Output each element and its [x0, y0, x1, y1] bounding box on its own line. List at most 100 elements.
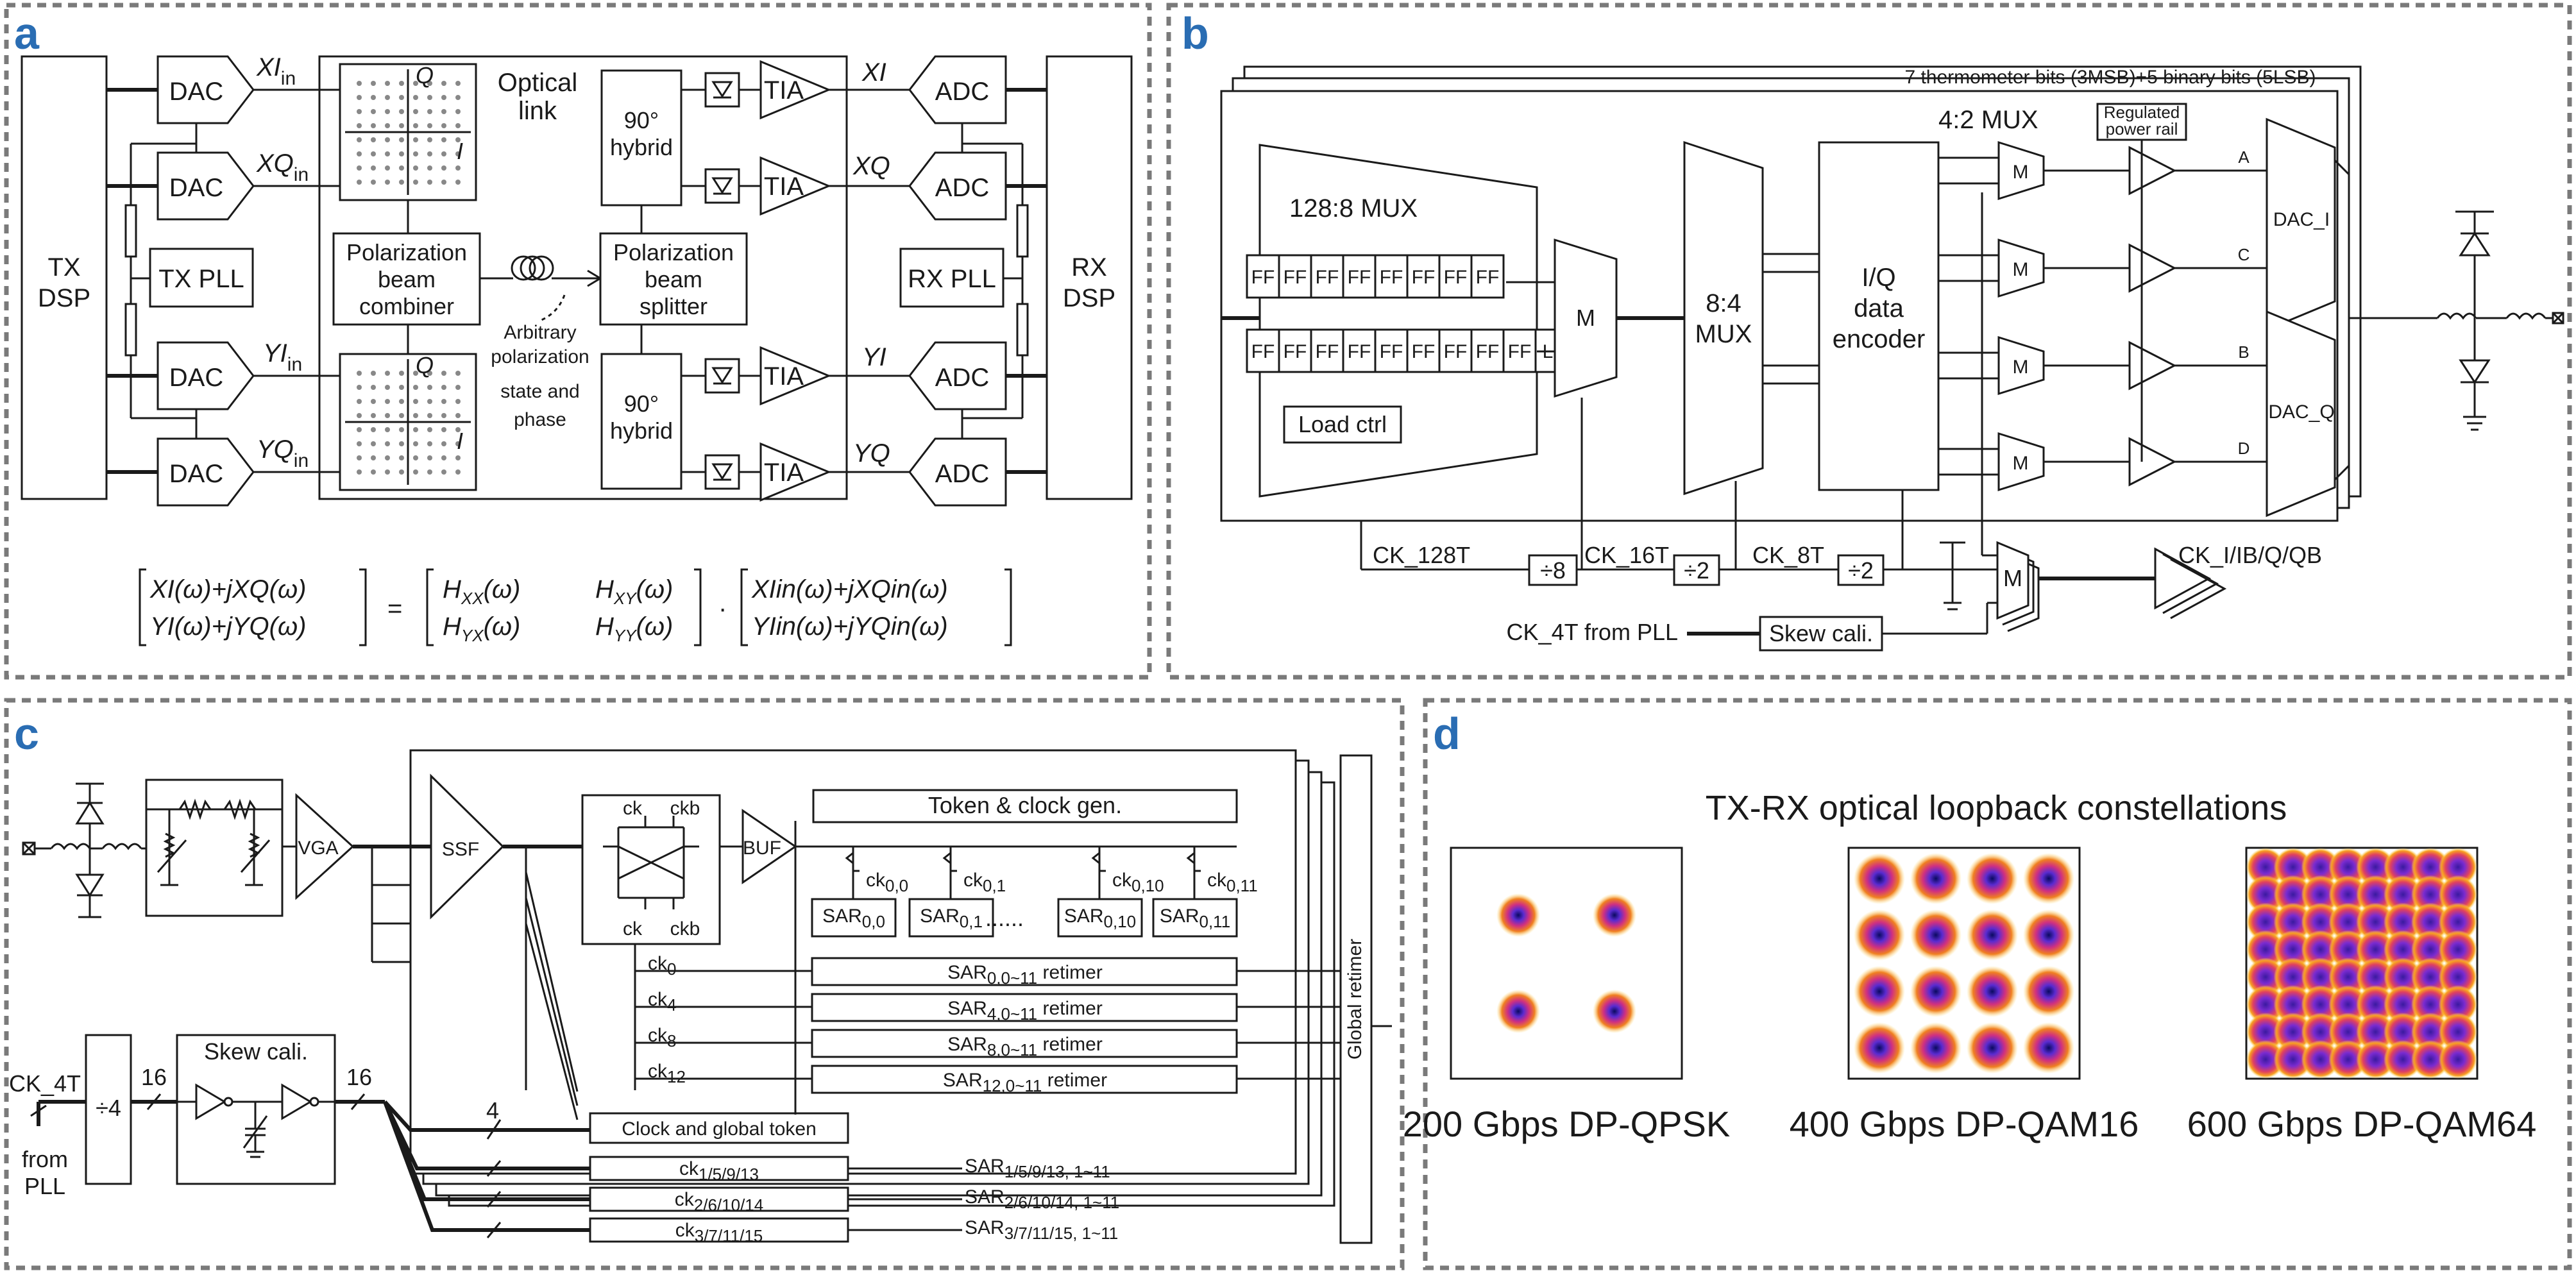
- constellation-dot: [441, 427, 446, 432]
- constellation-dot: [427, 151, 432, 156]
- m-label: M: [2013, 357, 2029, 378]
- ff-cell: [1502, 328, 1537, 373]
- bottom-sar-label: SAR3/7/11/15, 1~11: [965, 1217, 1118, 1243]
- constellation-point: [2356, 848, 2395, 886]
- constellation-dot: [399, 137, 404, 142]
- constellation-point: [2301, 848, 2340, 886]
- constellation-dot: [385, 123, 390, 128]
- svg-text:ckb: ckb: [670, 798, 700, 819]
- ff-label: FF: [1316, 341, 1339, 362]
- constellation-dot: [371, 399, 376, 404]
- bottom-ck-label: ck3/7/11/15: [675, 1220, 763, 1245]
- input-yi: YIin: [263, 339, 302, 375]
- panel-d-border: [1423, 698, 2572, 1270]
- constellation-point: [2328, 930, 2368, 969]
- constellation-point: [2384, 985, 2423, 1024]
- sar-label: SAR0,11: [1160, 906, 1230, 931]
- constellation-point: [2356, 902, 2395, 941]
- mux-128-label: 128:8 MUX: [1289, 194, 1418, 223]
- mux-4-2-m: M: [1997, 335, 2045, 396]
- svg-text:SSF: SSF: [442, 839, 479, 860]
- eq-m12: HXY(ω): [595, 575, 673, 608]
- mux-4-2-m: M: [1997, 432, 2045, 492]
- constellation-point: [1967, 1022, 2018, 1074]
- panel-a: a TX DSP RX DSP Optical link DAC DAC DAC…: [14, 8, 1133, 646]
- constellation-dot: [357, 455, 362, 460]
- panel-d: d TX-RX optical loopback constellations …: [1403, 709, 2537, 1144]
- constellation-dot: [399, 371, 404, 376]
- constellation-dot: [413, 109, 418, 114]
- constellation-dot: [455, 371, 461, 376]
- m-label: M: [2013, 259, 2029, 280]
- constellation-dot: [427, 441, 432, 446]
- constellation-point: [2439, 848, 2477, 886]
- constellation-dot: [385, 469, 390, 475]
- constellation-dot: [441, 81, 446, 86]
- constellation-dot: [413, 413, 418, 418]
- constellation-dot: [385, 165, 390, 171]
- constellation-dot: [441, 399, 446, 404]
- constellation-point: [2246, 848, 2285, 886]
- ff-label: FF: [1348, 341, 1371, 362]
- constellation-dot: [371, 109, 376, 114]
- tx-pll-block: [149, 248, 254, 308]
- optical-link-label-1: Optical: [498, 69, 578, 97]
- constellation-point: [2384, 875, 2423, 914]
- ff-cell: [1374, 254, 1409, 299]
- constellation-dot: [413, 123, 418, 128]
- ff-cell: [1310, 328, 1344, 373]
- constellation-dot: [441, 109, 446, 114]
- output-network: [2349, 210, 2564, 431]
- rx-dsp-label-1: RX: [1071, 253, 1107, 282]
- svg-text:4: 4: [486, 1097, 499, 1124]
- tia-label: TIA: [764, 362, 804, 391]
- panel-c: c Global retimer: [9, 709, 1392, 1245]
- retimer-label: SAR0,0~11 retimer: [947, 962, 1103, 988]
- channel-label: A: [2238, 148, 2250, 167]
- panel-c-letter: c: [14, 709, 39, 759]
- retimer-block: SAR8,0~11 retimer: [811, 1029, 1238, 1059]
- constellation-dot: [385, 151, 390, 156]
- constellation-dot: [385, 399, 390, 404]
- photodiode-icon: [704, 168, 740, 204]
- tx-dsp-block: [21, 55, 108, 500]
- constellation-point: [2411, 957, 2450, 997]
- bottom-sar-label: SAR2/6/10/14, 1~11: [965, 1186, 1119, 1212]
- constellation-point: [2439, 1040, 2477, 1079]
- svg-text:I: I: [457, 428, 463, 454]
- constellation-dot: [441, 123, 446, 128]
- constellation-dot: [399, 109, 404, 114]
- tia-label: TIA: [764, 76, 804, 105]
- ff-label: FF: [1508, 341, 1532, 362]
- constellation-dot: [413, 151, 418, 156]
- eq-m21: HYX(ω): [443, 612, 520, 645]
- c-input-network: [22, 779, 296, 918]
- ff-cell: [1374, 328, 1409, 373]
- input-yq: YQin: [257, 435, 309, 471]
- constellation-point: [2384, 902, 2423, 941]
- constellation-dot: [413, 81, 418, 86]
- svg-text:VGA: VGA: [298, 838, 338, 859]
- sampling-switch: [581, 794, 721, 945]
- constellation-dot: [385, 109, 390, 114]
- constellation-dot: [399, 469, 404, 475]
- ck4t-pll-label: CK_4T from PLL: [1507, 619, 1678, 645]
- constellation-point: [1910, 853, 1962, 904]
- sar-label: SAR0,10: [1064, 906, 1136, 931]
- constellation-dot: [441, 180, 446, 185]
- eq-lhs-row1: XI(ω)+jXQ(ω): [149, 575, 306, 603]
- constellation-point: [2246, 902, 2285, 941]
- constellation-point: [2273, 1040, 2312, 1079]
- svg-text:DAC: DAC: [169, 460, 223, 488]
- constellation-dot: [455, 81, 461, 86]
- constellation-point: [1910, 966, 1962, 1017]
- constellation-point: [2273, 930, 2312, 969]
- constellation-dot: [413, 385, 418, 390]
- sar-label: SAR0,1: [920, 906, 983, 931]
- bottom-ck-label: ck2/6/10/14: [675, 1189, 763, 1215]
- constellation-dot: [441, 137, 446, 142]
- constellation-dot: [357, 441, 362, 446]
- constellation-dot: [441, 385, 446, 390]
- constellation-dot: [357, 180, 362, 185]
- constellation-dot: [357, 469, 362, 475]
